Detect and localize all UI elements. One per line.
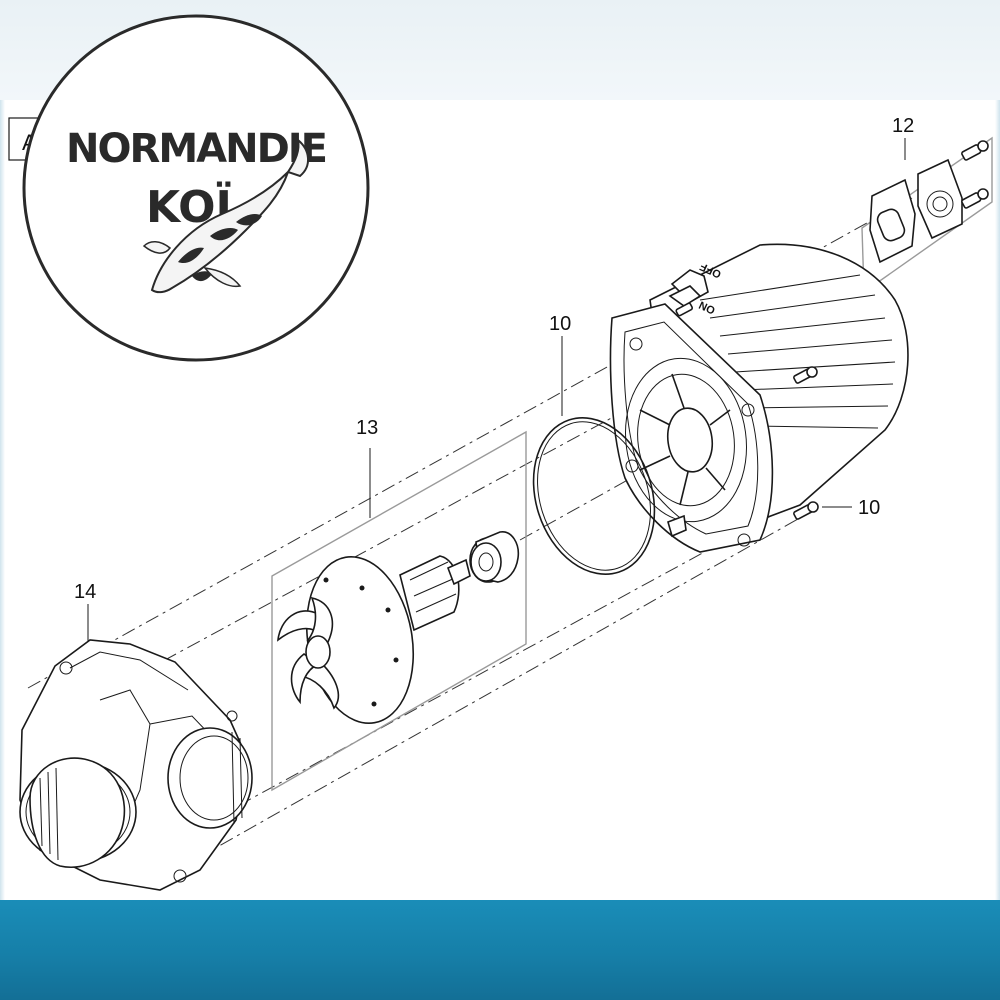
part-14-pump-housing: 14 <box>19 581 253 891</box>
part-10-o-ring: 10 <box>532 313 656 575</box>
label-part-10-oring: 10 <box>549 313 571 335</box>
logo-line-normandie: NORMANDIE <box>66 126 328 172</box>
part-10-screw: 10 <box>793 497 880 520</box>
right-edge-shade <box>995 100 1000 900</box>
bottom-band <box>0 900 1000 1000</box>
label-part-14: 14 <box>74 581 96 603</box>
label-part-13: 13 <box>356 417 378 439</box>
part-13-rotor-unit: 13 <box>271 417 527 792</box>
brand-logo: NORMANDIE KOÏ <box>22 14 370 362</box>
motor-housing: OFF ON <box>609 243 909 553</box>
label-part-12: 12 <box>892 115 914 137</box>
left-edge-shade <box>0 100 5 900</box>
koi-fish-icon <box>142 137 309 294</box>
label-part-10-screw: 10 <box>858 497 880 519</box>
part-12-clamp-assembly: 12 <box>861 115 993 294</box>
